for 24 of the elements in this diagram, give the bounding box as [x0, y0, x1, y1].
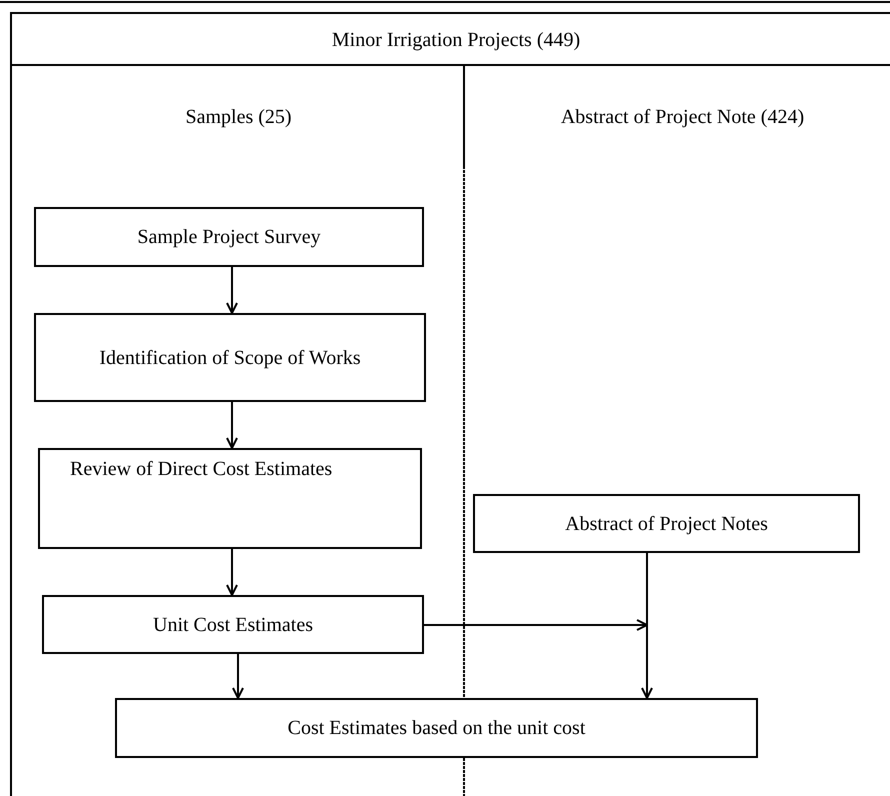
arrow	[424, 619, 648, 631]
process-box	[473, 494, 860, 553]
node-label: Abstract of Project Notes	[565, 512, 768, 536]
table-header-cell	[463, 64, 890, 168]
node-label: Samples (25)	[185, 105, 292, 130]
table-header-cell	[10, 12, 890, 66]
node-label: Cost Estimates based on the unit cost	[288, 716, 586, 741]
node-label: Review of Direct Cost Estimates	[70, 457, 332, 482]
arrow	[641, 553, 653, 699]
table-header-cell	[10, 64, 465, 168]
node-label: Unit Cost Estimates	[153, 612, 313, 638]
arrow	[226, 549, 238, 596]
process-box	[38, 448, 422, 549]
arrow	[226, 267, 238, 314]
arrow	[226, 402, 238, 449]
node-label: Identification of Scope of Works	[99, 346, 361, 370]
process-box	[115, 698, 758, 758]
process-box	[34, 313, 426, 402]
node-label: Abstract of Project Note (424)	[560, 105, 804, 130]
process-box	[34, 207, 424, 267]
node-label: Sample Project Survey	[137, 225, 321, 250]
process-box	[42, 595, 424, 654]
node-label: Minor Irrigation Projects (449)	[332, 28, 580, 53]
arrow	[232, 654, 244, 699]
